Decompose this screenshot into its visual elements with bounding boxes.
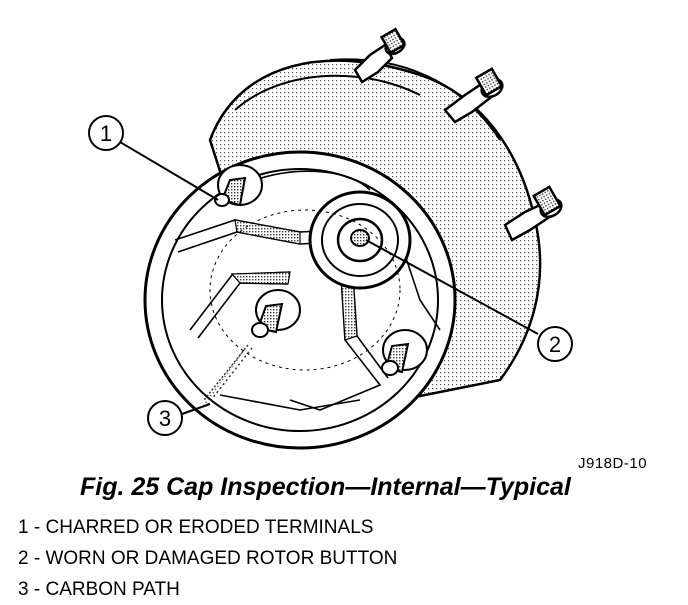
legend-number: 2 (18, 548, 29, 569)
callout-3: 3 (147, 400, 183, 436)
leader-line-3 (181, 403, 211, 415)
internal-terminal (251, 289, 301, 338)
figure-code: J918D-10 (578, 455, 648, 472)
internal-terminal (214, 164, 263, 207)
callout-number: 1 (100, 121, 112, 146)
legend-text: CHARRED OR ERODED TERMINALS (45, 517, 374, 538)
callout-number: 3 (159, 406, 171, 431)
tower-terminal (503, 185, 563, 242)
rotor-button (308, 190, 412, 290)
legend-item: 1 - CHARRED OR ERODED TERMINALS (18, 517, 374, 538)
figure-caption: Fig. 25 Cap Inspection—Internal—Typical (80, 473, 571, 501)
inner-dashed-circle (209, 209, 401, 371)
callout-1: 1 (88, 115, 124, 151)
callout-2: 2 (537, 326, 573, 362)
carbon-path (201, 344, 253, 409)
legend-text: WORN OR DAMAGED ROTOR BUTTON (45, 548, 398, 569)
tower-terminal (353, 27, 407, 84)
legend-number: 3 (18, 579, 29, 600)
tower-terminal (443, 67, 504, 124)
legend-list: 1 - CHARRED OR ERODED TERMINALS 2 - WORN… (18, 512, 397, 605)
legend-text: CARBON PATH (45, 579, 180, 600)
leader-line-2 (365, 239, 539, 335)
cap-face (143, 150, 457, 450)
legend-item: 3 - CARBON PATH (18, 579, 180, 600)
leader-line-1 (119, 141, 219, 201)
distributor-cap-illustration: 1 2 3 (88, 27, 573, 450)
internal-terminal (381, 329, 428, 376)
legend-item: 2 - WORN OR DAMAGED ROTOR BUTTON (18, 548, 398, 569)
callout-number: 2 (549, 332, 561, 357)
legend-number: 1 (18, 517, 29, 538)
